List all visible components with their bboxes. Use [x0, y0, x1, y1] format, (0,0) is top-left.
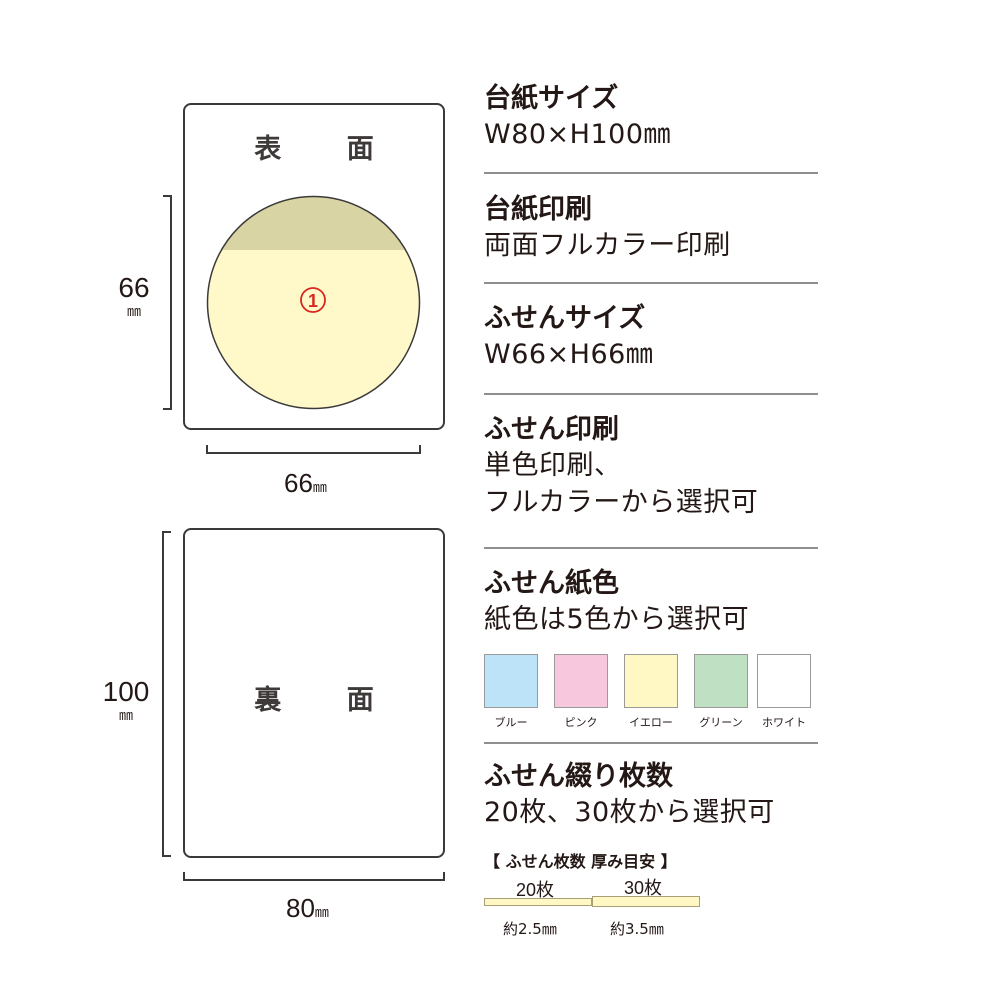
- sticky-height-line: [170, 195, 172, 410]
- spec-paper-color: ふせん紙色 紙色は5色から選択可: [484, 567, 818, 638]
- spec-value: W66×H66㎜: [484, 339, 654, 370]
- swatch-yellow: [624, 654, 678, 708]
- card-height-tick-bottom: [162, 855, 171, 857]
- sticky-width-line: [206, 452, 421, 454]
- number-mark-circle: [300, 287, 326, 313]
- sticky-width-label: 66㎜: [284, 468, 327, 498]
- spec-sheet-count: ふせん綴り枚数 20枚、30枚から選択可: [484, 760, 818, 831]
- number-mark-text: 1: [308, 291, 318, 311]
- stack-count-20: 20枚: [516, 880, 555, 900]
- spec-value: 紙色は5色から選択可: [484, 604, 750, 635]
- sticky-width-tick-right: [419, 445, 421, 454]
- swatch-label: ホワイト: [762, 716, 806, 729]
- sticky-width-tick-left: [206, 445, 208, 454]
- card-height-label: 100 ㎜: [102, 676, 150, 723]
- swatch-green: [694, 654, 748, 708]
- swatch-label: ブルー: [494, 716, 528, 729]
- spec-sticky-size: ふせんサイズ W66×H66㎜: [484, 302, 818, 373]
- sticky-height-tick-bottom: [163, 408, 172, 410]
- card-height-tick-top: [162, 531, 171, 533]
- card-width-tick-left: [183, 872, 185, 881]
- swatch-label: ピンク: [564, 716, 598, 729]
- sticky-note-circle: 1: [206, 195, 421, 410]
- divider: [484, 172, 818, 174]
- spec-sticky-print: ふせん印刷 単色印刷、 フルカラーから選択可: [484, 413, 818, 521]
- stack-bar-20: [484, 898, 592, 906]
- stack-count-30: 30枚: [624, 878, 663, 898]
- back-card: 裏 面: [183, 528, 445, 858]
- color-swatches: ブルー ピンク イエロー グリーン ホワイト: [484, 654, 818, 729]
- spec-head: 台紙印刷: [484, 194, 592, 225]
- divider: [484, 282, 818, 284]
- spec-head: ふせんサイズ: [484, 303, 646, 334]
- spec-head: ふせん紙色: [484, 568, 619, 599]
- swatch-label: イエロー: [629, 716, 673, 729]
- spec-mount-size: 台紙サイズ W80×H100㎜: [484, 82, 818, 153]
- spec-head: ふせん綴り枚数: [484, 761, 673, 792]
- swatch-pink: [554, 654, 608, 708]
- spec-head: 台紙サイズ: [484, 83, 619, 114]
- stack-size-20: 約2.5㎜: [503, 920, 557, 938]
- card-width-line: [183, 879, 445, 881]
- stack-bar-30: [592, 896, 700, 907]
- spec-mount-print: 台紙印刷 両面フルカラー印刷: [484, 193, 818, 264]
- spec-head: ふせん印刷: [484, 414, 619, 445]
- spec-value: 単色印刷、: [484, 450, 622, 481]
- swatch-label: グリーン: [699, 716, 743, 729]
- card-width-label: 80㎜: [286, 893, 329, 923]
- sticky-height-tick-top: [163, 195, 172, 197]
- divider: [484, 742, 818, 744]
- spec-value: W80×H100㎜: [484, 119, 672, 150]
- stack-size-30: 約3.5㎜: [610, 920, 664, 938]
- divider: [484, 393, 818, 395]
- sticky-height-label: 66 ㎜: [118, 272, 150, 319]
- spec-value: 両面フルカラー印刷: [484, 230, 731, 261]
- card-width-tick-right: [443, 872, 445, 881]
- divider: [484, 547, 818, 549]
- front-title: 表 面: [254, 134, 402, 165]
- spec-value: フルカラーから選択可: [484, 487, 759, 518]
- back-title: 裏 面: [254, 685, 402, 716]
- thickness-title: 【 ふせん枚数 厚み目安 】: [484, 852, 677, 871]
- swatch-blue: [484, 654, 538, 708]
- card-height-line: [162, 531, 164, 857]
- spec-value: 20枚、30枚から選択可: [484, 797, 775, 828]
- swatch-white: [757, 654, 811, 708]
